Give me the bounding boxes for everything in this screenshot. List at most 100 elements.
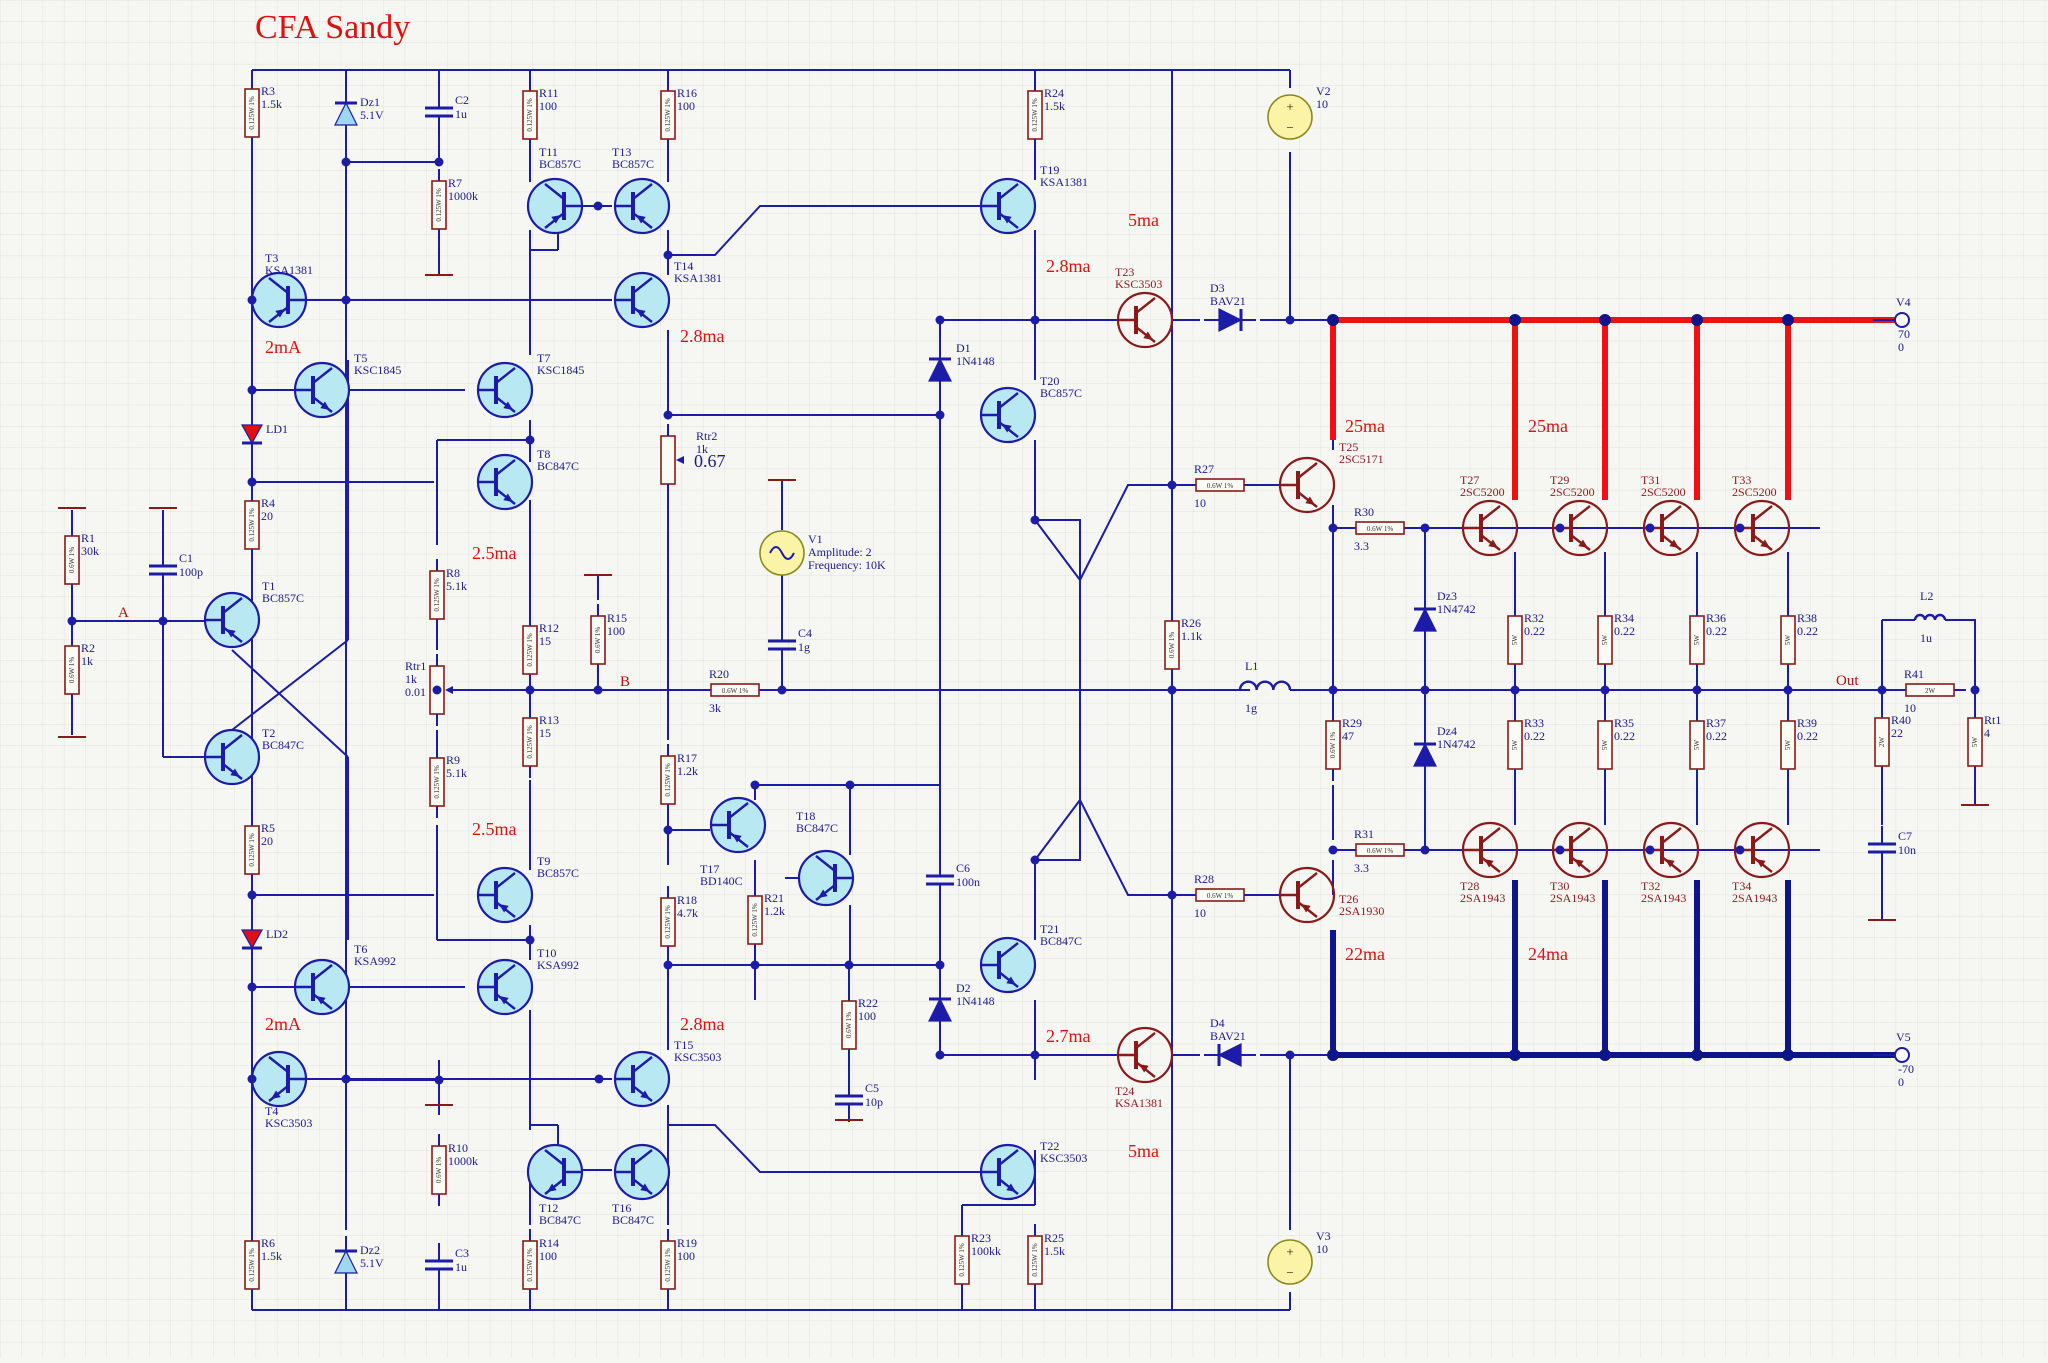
- wire: [668, 205, 995, 256]
- junction-dot: [1030, 315, 1040, 325]
- collector-lead: [1570, 827, 1591, 844]
- junction-dot: [434, 1075, 444, 1085]
- resistor-body: [429, 570, 445, 620]
- trimmer-setting: 0.67: [694, 451, 726, 471]
- resistor-body: [954, 1235, 970, 1285]
- resistor-rating: 0.6W 1%: [1367, 847, 1393, 855]
- diode-body: [334, 101, 358, 126]
- resistor-ref: R34: [1614, 611, 1634, 625]
- transistor-ref: T5: [354, 351, 367, 365]
- resistor-rating: 0.6W 1%: [722, 687, 748, 695]
- net-label-b: B: [620, 674, 630, 690]
- source-value: 10: [1316, 1242, 1328, 1256]
- capacitor-value: 100n: [956, 875, 980, 889]
- junction-dot: [1782, 314, 1794, 326]
- resistor-rating: 0.125W 1%: [248, 508, 256, 541]
- current-label: 25ma: [1528, 416, 1568, 436]
- resistor-ref: R15: [607, 611, 627, 625]
- resistor-value: 4: [1984, 726, 1990, 740]
- resistor-ref: R9: [446, 753, 460, 767]
- junction-dots: [67, 157, 1980, 1085]
- transistor-part: BC847C: [539, 1213, 581, 1227]
- resistor-body: [1967, 717, 1983, 767]
- terminal-v5: V5-700: [1873, 1030, 1914, 1089]
- resistor-value: 1.1k: [1181, 629, 1202, 643]
- emitter-arrow: [1578, 539, 1588, 548]
- resistor-body: [1355, 843, 1405, 857]
- terminal-value: 70: [1898, 327, 1910, 341]
- junction-dot: [1328, 845, 1338, 855]
- emitter-arrow: [1574, 859, 1584, 868]
- resistor-ref: R26: [1181, 616, 1201, 630]
- resistor-body: [1597, 720, 1613, 770]
- terminal-value2: 0: [1898, 1075, 1904, 1089]
- resistor-rating: 0.125W 1%: [526, 98, 534, 131]
- junction-dot: [844, 960, 854, 970]
- capacitor-value: 1u: [455, 1260, 467, 1274]
- resistor-ref: R10: [448, 1141, 468, 1155]
- resistor-rating: 0.125W 1%: [248, 1248, 256, 1281]
- junction-dot: [1555, 523, 1565, 533]
- capacitor-ref: C4: [798, 626, 812, 640]
- resistor-value: 100: [677, 99, 695, 113]
- junction-dot: [777, 685, 787, 695]
- collector-lead: [632, 1056, 653, 1073]
- transistor-ref: T23: [1115, 265, 1134, 279]
- collector-lead: [495, 367, 516, 384]
- diode-ref: D1: [956, 341, 971, 355]
- resistor-body: [1164, 620, 1180, 670]
- resistor-body: [522, 717, 538, 767]
- resistor-ref: R8: [446, 566, 460, 580]
- emitter-arrow: [275, 309, 285, 318]
- transistor-part: KSC3503: [1040, 1151, 1087, 1165]
- collector-lead: [1661, 827, 1682, 844]
- resistor-value: 100: [677, 1249, 695, 1263]
- resistor-body: [64, 645, 80, 695]
- capacitor-ref: C3: [455, 1246, 469, 1260]
- transistor-ref: T30: [1550, 879, 1569, 893]
- transistor-ref: T18: [796, 809, 815, 823]
- emitter-arrow: [1006, 1183, 1016, 1192]
- collector-lead: [1297, 872, 1318, 889]
- junction-dot: [1327, 314, 1339, 326]
- collector-lead: [268, 1056, 289, 1073]
- resistor-ref: R30: [1354, 505, 1374, 519]
- resistor-ref: R13: [539, 713, 559, 727]
- resistor-body: [1507, 615, 1523, 665]
- junction-dot: [1030, 1050, 1040, 1060]
- resistor-ref: R7: [448, 176, 462, 190]
- diode-body: [928, 997, 952, 1022]
- wiper-arrow: [676, 456, 684, 464]
- capacitor-ref: C1: [179, 551, 193, 565]
- resistor-value: 1.2k: [764, 904, 785, 918]
- emitter-arrow: [640, 1183, 650, 1192]
- resistor-ref: R2: [81, 641, 95, 655]
- current-label: 2.5ma: [472, 819, 517, 839]
- junction-dot: [1030, 515, 1040, 525]
- terminal-value: -70: [1898, 1062, 1914, 1076]
- transistor-part: BC847C: [796, 821, 838, 835]
- resistor-ref: R12: [539, 621, 559, 635]
- resistor-body: [1027, 1235, 1043, 1285]
- junction-dot: [1735, 845, 1745, 855]
- resistor-ref: R29: [1342, 716, 1362, 730]
- resistor-rating: 0.6W 1%: [1168, 632, 1176, 658]
- junction-dot: [1420, 845, 1430, 855]
- transistor-ref: T25: [1339, 440, 1358, 454]
- capacitor-value: 1g: [798, 640, 810, 654]
- trimmer-ref: Rtr2: [696, 429, 717, 443]
